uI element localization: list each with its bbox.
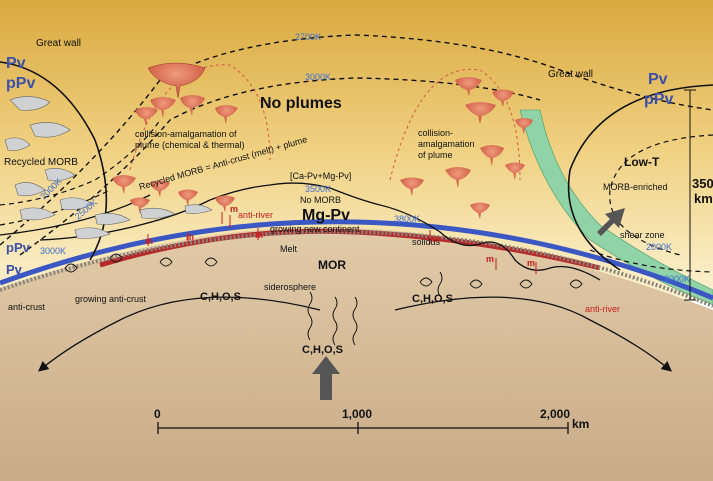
label-recycled-morb-left: Recycled MORB (4, 157, 78, 168)
label-ca-mg-pv: [Ca-Pv+Mg-Pv] (290, 171, 351, 181)
label-chos-center: C,H,O,S (302, 344, 343, 356)
label-m-6: m (486, 254, 494, 264)
lower-region (0, 227, 713, 481)
isotherm-3000-right (589, 249, 713, 273)
label-m-4: m (255, 230, 263, 240)
label-collision-left-2: plume (chemical & thermal) (135, 140, 245, 150)
label-ppv-left: pPv (6, 75, 35, 92)
label-m-3: m (186, 232, 194, 242)
label-collision-right-1: collision- (418, 128, 453, 138)
isotherm-2700 (0, 34, 713, 246)
label-chos-left: C,H,O,S (200, 291, 241, 303)
label-shear-zone: shear zone (620, 230, 665, 240)
anti-crust-layer (0, 229, 713, 308)
label-scale-km: km (694, 191, 713, 206)
right-pv-boundary (567, 84, 713, 271)
plume-envelope-left (129, 64, 271, 171)
label-iso-3000-left: 3000K (40, 246, 66, 256)
label-mg-pv: Mg-Pv (302, 207, 350, 224)
isotherm-2000-right (609, 134, 713, 256)
label-great-wall-right: Great wall (548, 69, 593, 80)
scale-unit: km (572, 417, 589, 431)
label-pv-left: Pv (6, 55, 26, 72)
label-pv-left-2: Pv (6, 262, 23, 277)
label-siderosphere: siderosphere (264, 282, 316, 292)
scale-tick-0: 0 (154, 407, 161, 421)
melt-arrows (147, 212, 537, 274)
convection-arrow-right (394, 296, 672, 372)
scale-tick-2000: 2,000 (540, 407, 570, 421)
label-anti-crust: anti-crust (8, 302, 46, 312)
label-m-1: m (230, 204, 238, 214)
label-collision-right-2: amalgamation (418, 139, 475, 149)
label-m-2: m (145, 236, 153, 246)
label-no-morb: No MORB (300, 195, 341, 205)
volatile-squiggles (307, 271, 443, 346)
subduction-arrow-icon (597, 208, 625, 236)
label-low-t: Low-T (624, 155, 660, 169)
isotherm-2000-left (0, 119, 161, 206)
label-ppv-right: pPv (644, 91, 673, 108)
depth-bracket (684, 89, 696, 301)
scale-bar (157, 422, 569, 434)
label-collision-left-1: collision-amalgamation of (135, 129, 237, 139)
label-mor: MOR (318, 258, 346, 272)
label-morb-enriched: MORB-enriched (603, 182, 668, 192)
label-collision-right-3: of plume (418, 150, 453, 160)
label-iso-2700: 2700K (295, 32, 321, 42)
label-iso-3800: 3800K (394, 214, 420, 224)
isotherm-3000 (19, 77, 541, 256)
label-chos-right: C,H,O,S (412, 293, 453, 305)
plume-cluster-left (112, 62, 238, 214)
label-solidus: solidus (412, 237, 441, 247)
recycled-morb-blobs (4, 96, 213, 239)
label-m-5: m (432, 234, 440, 244)
label-growing-new-continent: growing new continent (270, 224, 360, 234)
mg-pv-boundary (39, 182, 601, 281)
label-anti-river-top: anti-river (238, 210, 273, 220)
label-melt: Melt (280, 244, 298, 254)
plume-envelope-right (389, 68, 521, 181)
label-scale-350: 350 (692, 176, 713, 191)
label-iso-3500: 3500K (305, 184, 331, 194)
plume-cluster-right (400, 77, 533, 219)
label-ppv-left-2: pPv (6, 240, 31, 255)
blue-crust-layer (0, 219, 713, 301)
label-iso-3000-top: 3000K (305, 72, 331, 82)
label-growing-anti-crust: growing anti-crust (75, 294, 147, 304)
left-pv-boundary (0, 61, 108, 261)
scale-tick-1000: 1,000 (342, 407, 372, 421)
green-slab (519, 109, 713, 306)
label-no-plumes: No plumes (260, 95, 342, 112)
upwelling-arrow-icon (312, 356, 340, 400)
label-anti-river-bottom: anti-river (585, 304, 620, 314)
label-m-7: m (527, 258, 535, 268)
label-pv-right: Pv (648, 71, 668, 88)
isotherm-2500-left (0, 189, 111, 226)
label-iso-2000-right: 2000K (646, 242, 672, 252)
circulation-arrows (64, 253, 583, 289)
label-iso-3000-right: 3000K (664, 274, 690, 284)
label-great-wall-left: Great wall (36, 38, 81, 49)
convection-arrow-left (38, 296, 321, 372)
